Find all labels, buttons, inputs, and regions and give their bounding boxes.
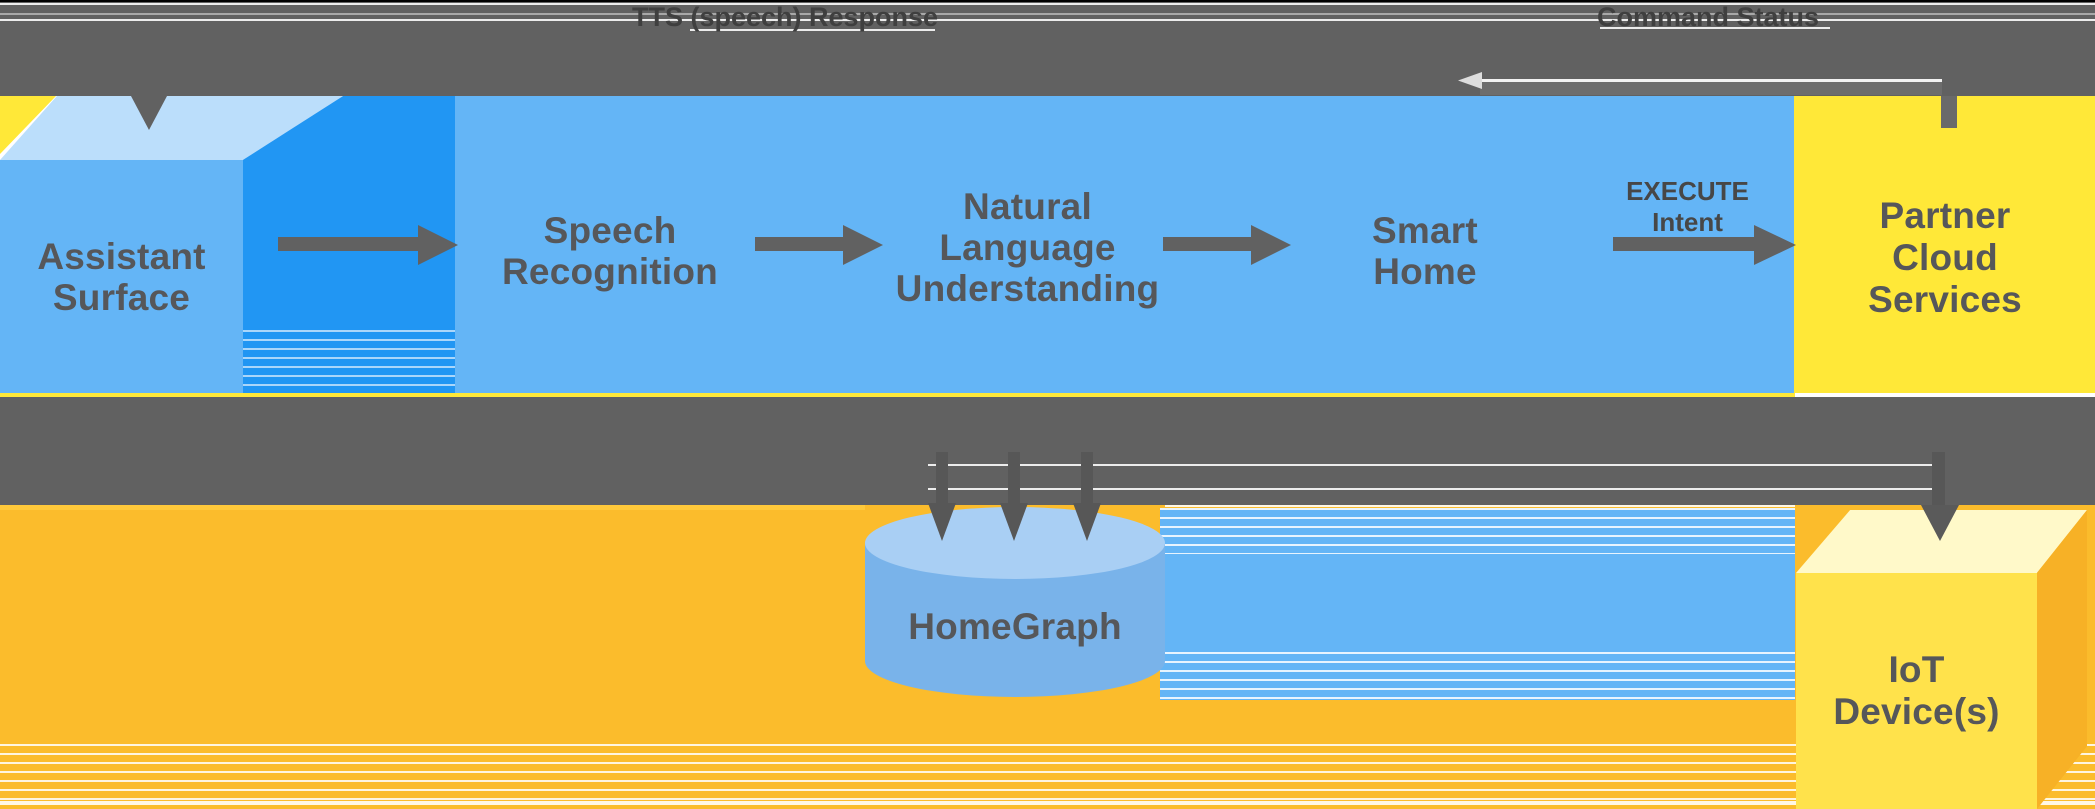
bottom-band-fade-stripes [0, 744, 2095, 802]
top-band-seam-1 [0, 3, 2095, 5]
homegraph-arrow-tail-3 [1081, 452, 1093, 505]
middle-band-bottom-seam [1165, 505, 1795, 507]
arrow-speech-to-nlu [755, 237, 845, 251]
google-assistant-container [455, 96, 1794, 393]
top-edge-line [0, 0, 2095, 2]
tts-response-label: TTS (speech) Response [631, 2, 939, 32]
assistant-cube-side-fade [243, 330, 455, 393]
partner-cloud-services-node: Partner Cloud Services [1868, 195, 2022, 320]
assistant-surface-node: Assistant Surface [37, 235, 206, 318]
natural-language-understanding-node: Natural Language Understanding [895, 186, 1160, 309]
execute-intent-label: EXECUTE Intent [1626, 176, 1749, 237]
speech-recognition-node: Speech Recognition [502, 210, 718, 292]
top-band-seam-2 [0, 13, 2095, 15]
assistant-cube-front-face: Assistant Surface [0, 160, 243, 393]
command-label-underline [1600, 27, 1830, 29]
middle-flow-band [0, 397, 2095, 505]
middle-band-bottom-accent [0, 505, 865, 510]
report-state-channel-top-seam [928, 464, 1940, 466]
command-status-channel [1480, 82, 1942, 95]
command-status-label: Command Status [1596, 2, 1820, 32]
iot-arrow-tail [1932, 452, 1945, 505]
blue-row-bottom-edge [0, 393, 1795, 397]
iot-cube-front-face: IoT Device(s) [1796, 573, 2037, 809]
tts-label-underline [690, 29, 935, 31]
smart-home-node: Smart Home [1372, 210, 1478, 292]
bottom-band-edge-line [0, 801, 2095, 805]
homegraph-node: HomeGraph [908, 606, 1122, 647]
arrow-nlu-to-smarthome [1163, 237, 1253, 251]
blue-band-top-fade [1160, 508, 1795, 554]
top-band-seam-3 [0, 19, 2095, 21]
iot-devices-node: IoT Device(s) [1833, 649, 2000, 732]
homegraph-arrow-tail-1 [936, 452, 948, 505]
blue-band-bottom-fade [1160, 652, 1795, 700]
command-status-riser [1941, 96, 1957, 128]
homegraph-arrow-tail-2 [1008, 452, 1020, 505]
partner-cloud-box [1794, 96, 2095, 393]
arrow-assistant-to-speech [278, 237, 420, 251]
arrow-execute-intent [1613, 237, 1756, 251]
report-state-channel-bottom-seam [928, 488, 1940, 490]
command-status-line [1480, 79, 1942, 82]
